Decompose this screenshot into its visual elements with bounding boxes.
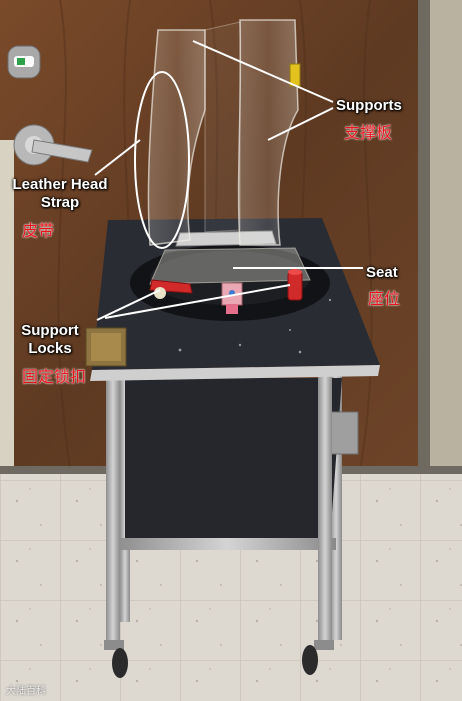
table-edge (90, 365, 380, 381)
acrylic-support-right (237, 19, 299, 246)
support-lock-left (149, 279, 193, 299)
leader-lock-left (96, 289, 161, 321)
leader-supports-upper (192, 40, 334, 103)
label-strap-line2: Strap (40, 194, 80, 211)
label-support-locks: Support Locks (12, 322, 88, 358)
seat-plate (149, 247, 311, 285)
cart-lower-shelf (125, 378, 342, 540)
label-seat-cn: 座位 (368, 289, 401, 308)
label-locks-cn: 固定锁扣 (22, 367, 87, 386)
door-handle-lever (31, 139, 93, 163)
leader-supports-lower (267, 107, 334, 141)
label-seat: Seat (366, 264, 398, 281)
cart-leg-front-right (318, 372, 332, 650)
label-leather-head-strap: Leather Head Strap (8, 176, 112, 212)
label-locks-line2: Locks (28, 340, 72, 357)
label-strap-cn: 皮带 (22, 221, 55, 240)
label-locks-line1: Support (21, 322, 79, 339)
cart-leg-front-left (106, 372, 120, 647)
leader-lock-right (104, 284, 291, 319)
leader-lines (94, 40, 363, 321)
yellow-clip (289, 63, 301, 87)
cart-bracket (329, 411, 359, 455)
acrylic-support-left (147, 29, 206, 246)
leader-strap (94, 139, 141, 176)
support-lock-right (287, 269, 303, 301)
door-frame (430, 0, 462, 470)
label-supports-cn: 支撑板 (344, 123, 393, 142)
caster-wheels (104, 640, 334, 678)
watermark: 大陆百科 (6, 686, 46, 697)
label-supports: Supports (336, 97, 402, 114)
strap-highlight-ellipse (134, 71, 190, 249)
label-strap-line1: Leather Head (12, 176, 108, 193)
